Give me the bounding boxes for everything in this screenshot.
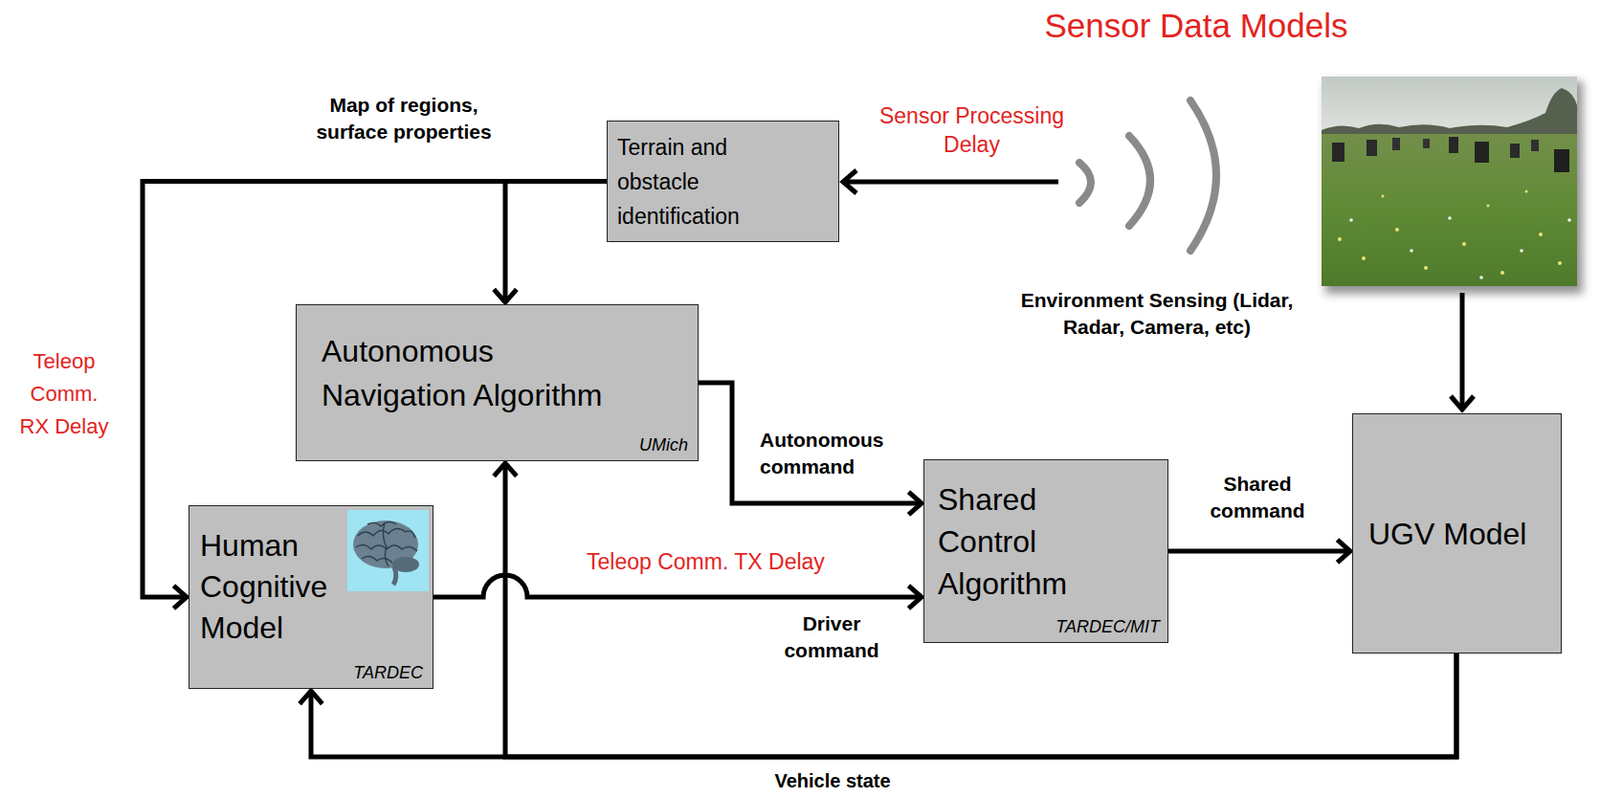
connector-arrow <box>493 181 607 304</box>
sensor-arrow <box>843 170 1059 194</box>
connector-arrow <box>698 382 922 515</box>
connector-label: Shared command <box>1195 470 1320 525</box>
connector-label-holder: Autonomous command <box>759 426 923 481</box>
connector-label: Map of regions, surface properties <box>308 91 500 146</box>
photo-shadow <box>1325 81 1583 294</box>
owner-tag: UMich <box>639 434 689 456</box>
box-title: Human Cognitive Model <box>200 525 344 649</box>
arrow-head <box>299 690 323 705</box>
connector-arrow <box>299 653 1457 757</box>
connector-arrow <box>1168 539 1351 563</box>
delay-note-holder: Teleop Comm. TX Delay <box>586 548 865 576</box>
diagram-title: Sensor Data Models <box>956 5 1436 46</box>
sensor-note: Environment Sensing (Lidar, Radar, Camer… <box>1007 287 1307 341</box>
connector-line <box>1168 549 1351 555</box>
connector-label-holder: Shared command <box>1195 470 1320 525</box>
connector-label: Vehicle state <box>736 769 929 793</box>
arrow-head <box>493 288 517 303</box>
arrow-head <box>173 585 187 609</box>
process-box: Terrain and obstacle identification <box>606 120 840 243</box>
connector-line <box>698 382 922 504</box>
delay-note: Teleop Comm. TX Delay <box>586 548 865 576</box>
connector-label-holder: Driver command <box>769 610 894 665</box>
delay-note: Sensor Processing Delay <box>868 101 1075 159</box>
delay-note-holder: Teleop Comm. RX Delay <box>14 345 114 444</box>
process-box: UGV Model <box>1352 413 1562 654</box>
box-title: Terrain and obstacle identification <box>617 130 761 234</box>
connector-label-holder: Map of regions, surface properties <box>308 91 500 146</box>
connector-label-holder: Vehicle state <box>736 769 929 793</box>
arrow-head <box>493 463 517 477</box>
owner-tag: TARDEC <box>353 662 423 684</box>
sensing-waves <box>1079 100 1217 251</box>
owner-tag: TARDEC/MIT <box>1055 616 1160 638</box>
field-photo <box>1321 76 1578 287</box>
process-box: Shared Control AlgorithmTARDEC/MIT <box>923 459 1169 644</box>
delay-note: Teleop Comm. RX Delay <box>14 345 114 444</box>
arrow-head <box>1336 539 1351 563</box>
box-title: Shared Control Algorithm <box>937 478 1106 605</box>
connector-line <box>311 653 1457 757</box>
delay-note-holder: Sensor Processing Delay <box>868 101 1075 159</box>
connector-label: Autonomous command <box>759 426 923 481</box>
arrow-head <box>908 491 922 515</box>
sensor-note-holder: Environment Sensing (Lidar, Radar, Camer… <box>1007 287 1307 341</box>
process-box: Human Cognitive ModelTARDEC <box>188 505 434 689</box>
box-title: Autonomous Navigation Algorithm <box>321 329 628 418</box>
diagram-title-holder: Sensor Data Models <box>956 5 1436 46</box>
process-box: Autonomous Navigation AlgorithmUMich <box>295 304 699 462</box>
sensor-arrow <box>1450 292 1474 410</box>
connector-label: Driver command <box>769 610 894 665</box>
box-title: UGV Model <box>1368 512 1554 556</box>
arrow-head <box>908 585 922 609</box>
connector-line <box>505 181 607 304</box>
